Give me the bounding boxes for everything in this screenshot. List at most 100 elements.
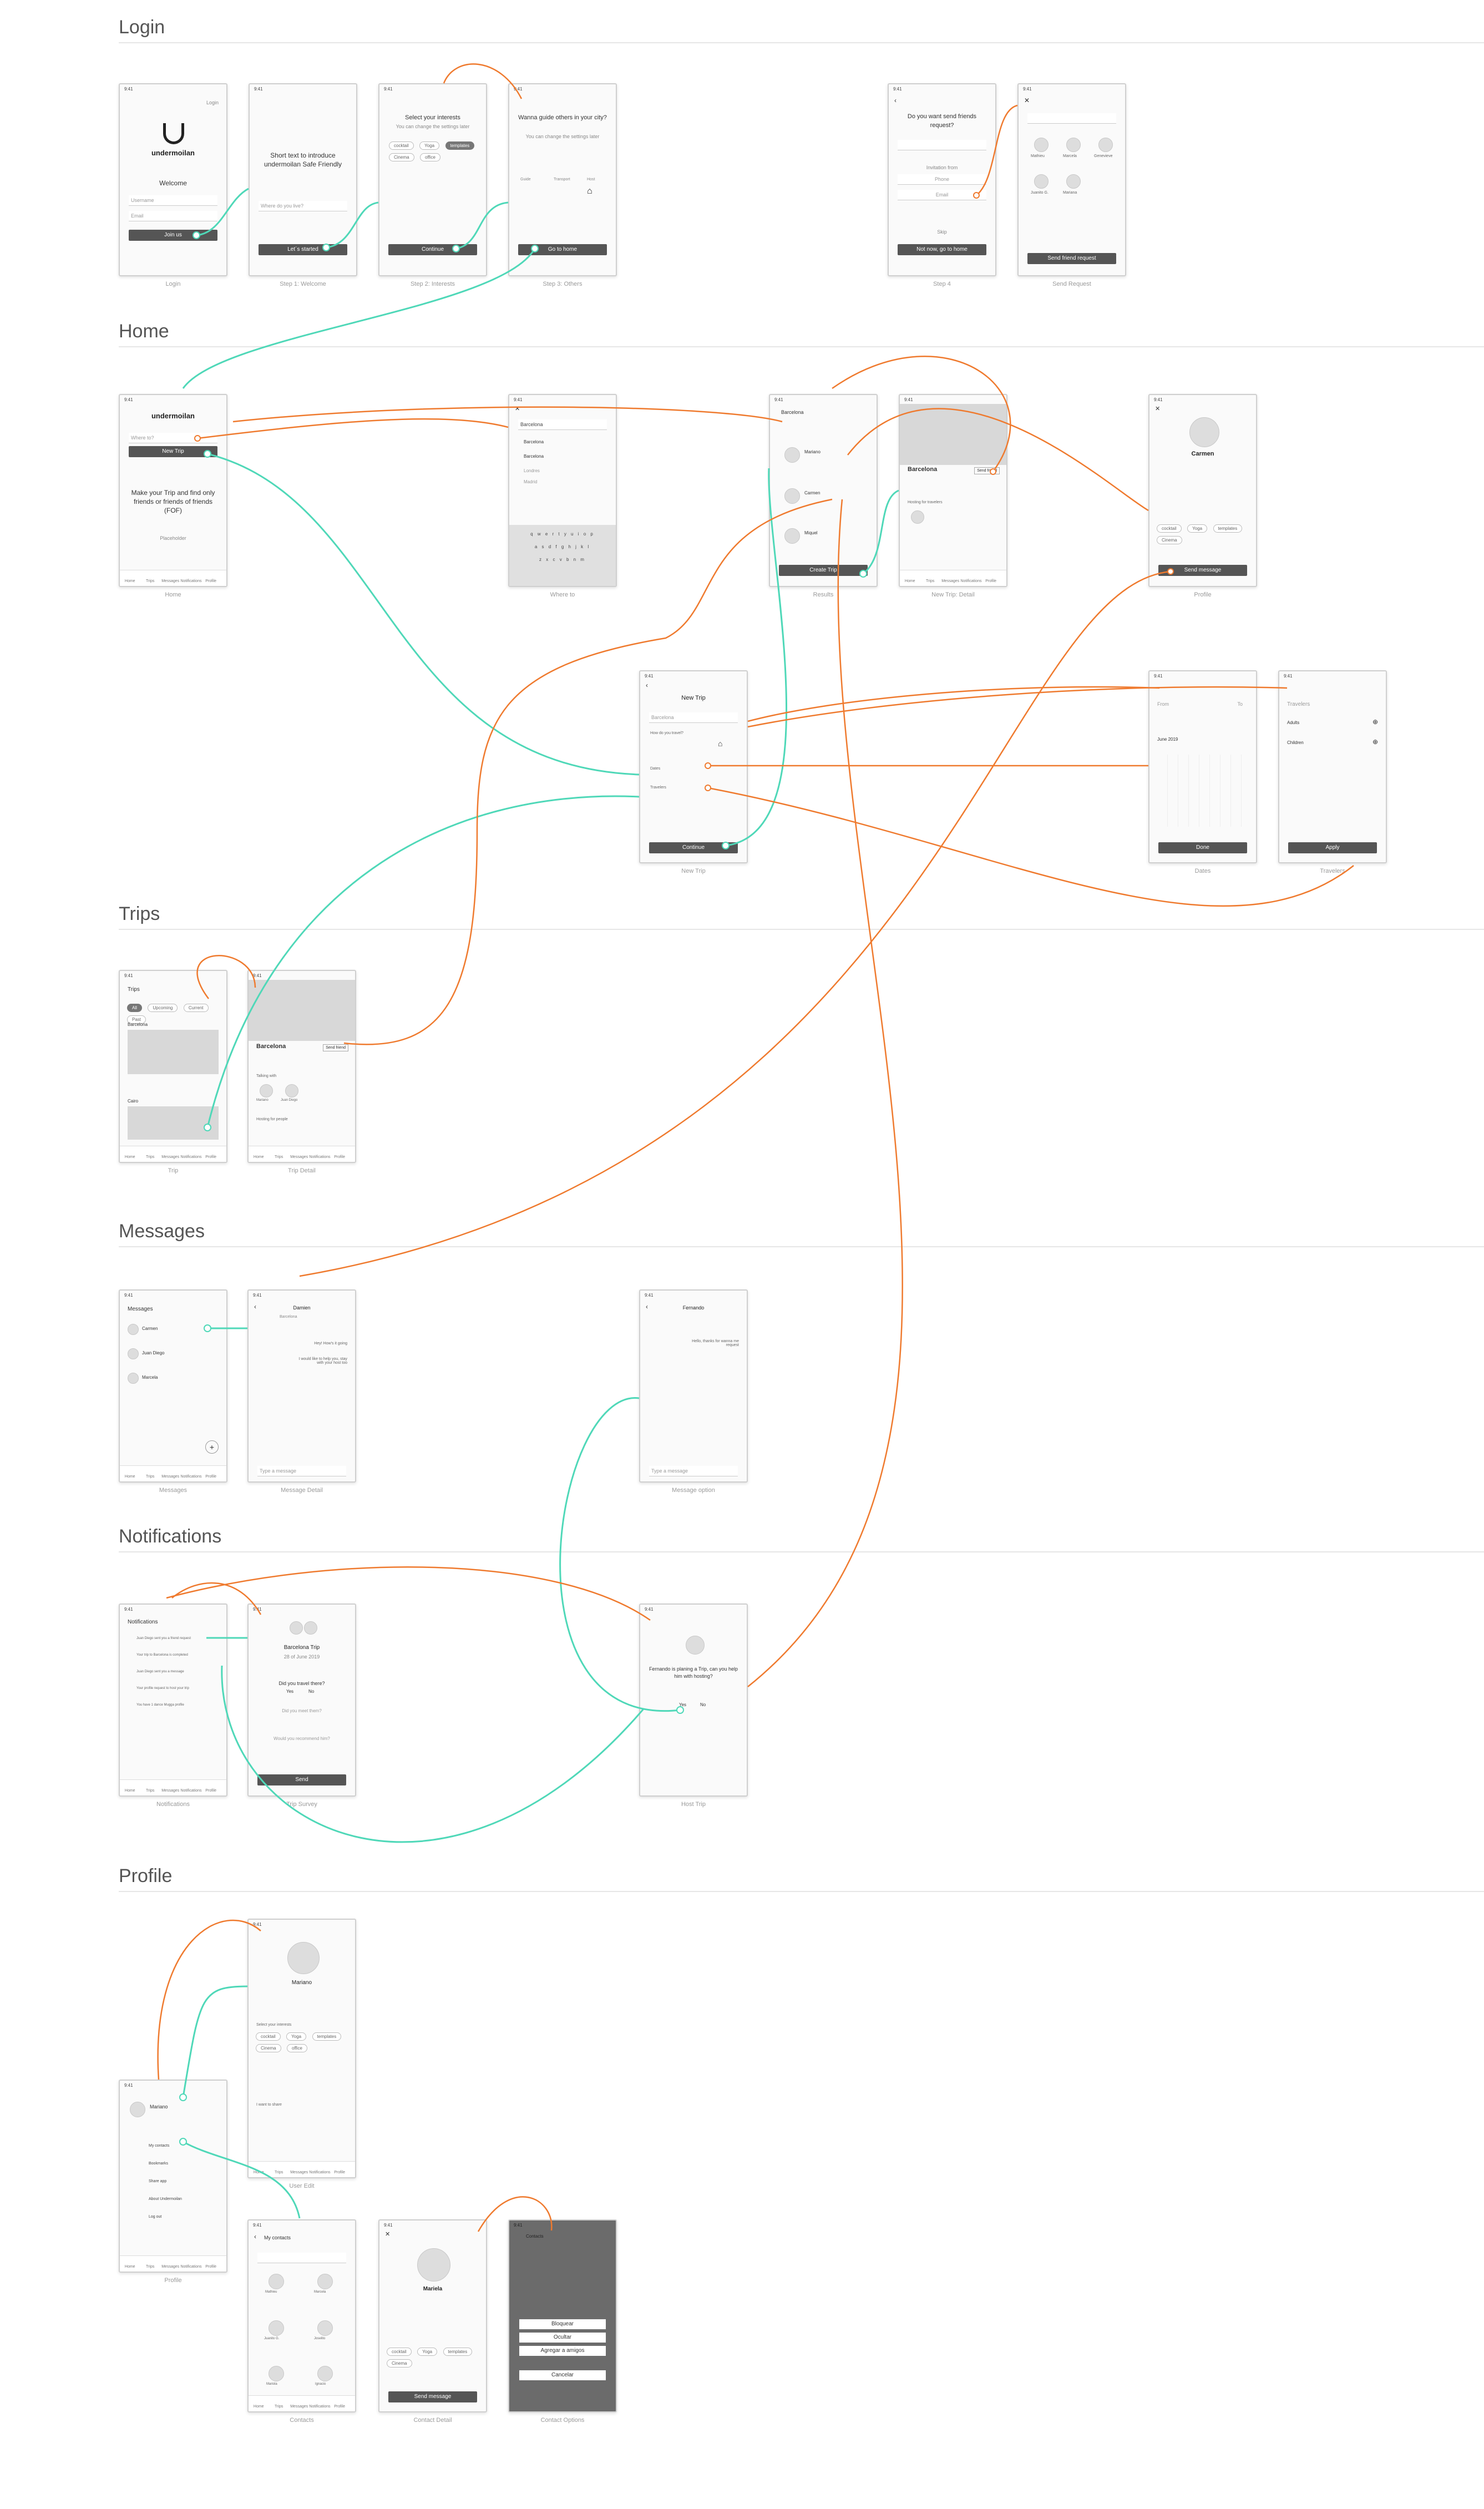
filter-chip[interactable]: Current xyxy=(183,1004,209,1012)
avatar[interactable] xyxy=(784,488,800,504)
tab-trips[interactable]: Trips xyxy=(275,2171,283,2174)
avatar[interactable] xyxy=(128,1373,139,1384)
filter-chip[interactable]: Past xyxy=(127,1015,146,1024)
travelers-field[interactable]: Travelers xyxy=(650,786,666,790)
new-message-icon[interactable]: + xyxy=(205,1440,219,1454)
menu-item[interactable]: About Undermoilan xyxy=(149,2197,182,2201)
trip-card-title[interactable]: Cairo xyxy=(128,1099,139,1104)
notification-item[interactable]: You have 1 dance Mugga profile xyxy=(136,1703,184,1707)
friend-search-input[interactable] xyxy=(898,140,986,150)
tab-notifications[interactable]: Notifications xyxy=(309,2171,331,2174)
tab-messages[interactable]: Messages xyxy=(161,1789,180,1793)
avatar[interactable] xyxy=(911,510,924,524)
trip-card-image[interactable] xyxy=(128,1030,219,1074)
send-friend-button[interactable]: Send friend xyxy=(323,1044,348,1051)
phone-option[interactable]: Phone xyxy=(898,174,986,185)
notification-item[interactable]: Juan Diego sent you a message xyxy=(136,1670,184,1673)
filter-chip[interactable]: Upcoming xyxy=(148,1004,178,1012)
username-input[interactable]: Username xyxy=(129,195,217,206)
tab-trips[interactable]: Trips xyxy=(146,2265,155,2269)
avatar[interactable] xyxy=(1066,174,1081,189)
tab-home[interactable]: Home xyxy=(124,1155,135,1159)
message-input[interactable]: Type a message xyxy=(257,1466,346,1476)
yes-option[interactable]: Yes xyxy=(679,1702,687,1707)
avatar[interactable] xyxy=(1034,138,1049,152)
skip-link[interactable]: Skip xyxy=(937,229,947,235)
tab-home[interactable]: Home xyxy=(124,1475,135,1479)
calendar-grid[interactable] xyxy=(1157,755,1248,827)
trip-card-image[interactable] xyxy=(128,1106,219,1140)
result-name[interactable]: Mariano xyxy=(804,449,820,454)
menu-item[interactable]: Log out xyxy=(149,2215,162,2219)
tab-profile[interactable]: Profile xyxy=(205,1789,217,1793)
avatar[interactable] xyxy=(784,528,800,544)
avatar[interactable] xyxy=(317,2274,333,2289)
send-request-button[interactable]: Send friend request xyxy=(1027,253,1116,264)
email-input[interactable]: Email xyxy=(129,211,217,221)
avatar[interactable] xyxy=(285,1084,298,1097)
tab-messages[interactable]: Messages xyxy=(161,1155,180,1159)
email-option[interactable]: Email xyxy=(898,190,986,200)
tab-profile[interactable]: Profile xyxy=(205,579,217,583)
avatar[interactable] xyxy=(269,2366,284,2381)
send-friend-button[interactable]: Send friend xyxy=(974,467,1000,474)
tab-notifications[interactable]: Notifications xyxy=(309,2405,331,2409)
avatar[interactable] xyxy=(269,2320,284,2336)
back-icon[interactable]: ‹ xyxy=(894,97,897,104)
tab-profile[interactable]: Profile xyxy=(985,579,997,583)
home-icon[interactable]: ⌂ xyxy=(718,739,723,748)
menu-item[interactable]: My contacts xyxy=(149,2144,170,2148)
login-link[interactable]: Login xyxy=(206,100,219,105)
tab-notifications[interactable]: Notifications xyxy=(960,579,982,583)
interest-chip[interactable]: Cinema xyxy=(256,2044,281,2052)
tab-trips[interactable]: Trips xyxy=(146,1155,155,1159)
tab-notifications[interactable]: Notifications xyxy=(180,1789,202,1793)
tab-profile[interactable]: Profile xyxy=(334,2171,346,2174)
thread-name[interactable]: Juan Diego xyxy=(142,1350,165,1355)
dates-field[interactable]: Dates xyxy=(650,767,661,771)
avatar[interactable] xyxy=(269,2274,284,2289)
plus-icon[interactable]: ⊕ xyxy=(1372,718,1378,726)
suggestion-item[interactable]: Barcelona xyxy=(524,439,544,444)
suggestion-item[interactable]: Barcelona xyxy=(524,454,544,459)
interest-chip[interactable]: Cinema xyxy=(389,153,414,161)
interest-chip[interactable]: templates xyxy=(312,2032,342,2041)
guide-option[interactable]: Host xyxy=(587,178,595,181)
avatar[interactable] xyxy=(317,2320,333,2336)
not-now-button[interactable]: Not now, go to home xyxy=(898,244,986,255)
filter-chip[interactable]: All xyxy=(127,1004,142,1012)
tab-trips[interactable]: Trips xyxy=(146,579,155,583)
tab-messages[interactable]: Messages xyxy=(161,579,180,583)
close-icon[interactable]: ✕ xyxy=(515,406,520,412)
thread-name[interactable]: Marcela xyxy=(142,1375,158,1380)
keyboard-row[interactable]: z x c v b n m xyxy=(539,557,586,562)
plus-icon[interactable]: ⊕ xyxy=(1372,738,1378,746)
no-option[interactable]: No xyxy=(308,1689,315,1694)
avatar[interactable] xyxy=(1066,138,1081,152)
tab-notifications[interactable]: Notifications xyxy=(309,1155,331,1159)
avatar[interactable] xyxy=(1098,138,1113,152)
avatar[interactable] xyxy=(128,1348,139,1359)
tab-home[interactable]: Home xyxy=(124,2265,135,2269)
interest-chip[interactable]: templates xyxy=(445,141,475,150)
avatar[interactable] xyxy=(287,1942,320,1974)
tab-profile[interactable]: Profile xyxy=(334,1155,346,1159)
placeholder-link[interactable]: Placeholder xyxy=(160,535,186,541)
back-icon[interactable]: ‹ xyxy=(254,2233,256,2240)
message-input[interactable]: Type a message xyxy=(649,1466,738,1476)
tab-messages[interactable]: Messages xyxy=(290,2405,308,2409)
tab-profile[interactable]: Profile xyxy=(205,1475,217,1479)
tab-home[interactable]: Home xyxy=(253,2171,264,2174)
avatar[interactable] xyxy=(784,447,800,463)
interest-chip[interactable]: office xyxy=(287,2044,308,2052)
continue-button[interactable]: Continue xyxy=(649,842,738,853)
tab-notifications[interactable]: Notifications xyxy=(180,1155,202,1159)
tab-home[interactable]: Home xyxy=(253,1155,264,1159)
avatar[interactable] xyxy=(260,1084,273,1097)
tab-home[interactable]: Home xyxy=(124,1789,135,1793)
cancel-option[interactable]: Cancelar xyxy=(519,2370,606,2380)
tab-profile[interactable]: Profile xyxy=(334,2405,346,2409)
where-search-input[interactable]: Barcelona xyxy=(518,419,607,430)
tab-trips[interactable]: Trips xyxy=(275,1155,283,1159)
thread-name[interactable]: Carmen xyxy=(142,1326,158,1331)
